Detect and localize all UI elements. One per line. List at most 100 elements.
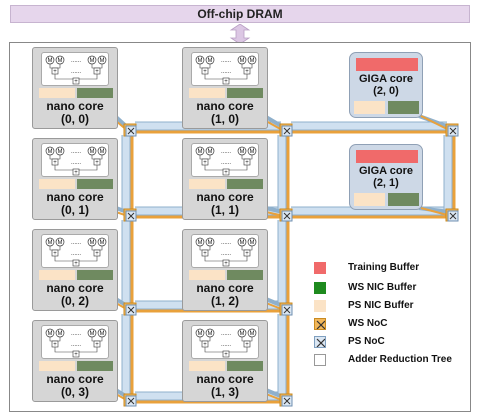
add-label: + [203,69,207,75]
tree-dots: ...... [71,160,81,166]
off-chip-dram: Off-chip DRAM [10,5,470,23]
ps-nic-buffer [354,193,385,206]
mult-label: M [100,58,105,64]
legend-ws-nic-buffer: WS NIC Buffer [314,282,474,294]
mult-label: M [198,331,203,337]
tree-dots: ...... [221,331,231,337]
tree-dots: ...... [221,240,231,246]
nano-core-label: nano core(1, 2) [183,282,267,308]
legend-adder-reduction-tree: Adder Reduction Tree [314,354,474,366]
add-label: + [53,160,57,166]
add-label: + [203,160,207,166]
add-label: + [95,160,99,166]
add-label: + [74,261,78,267]
ws-noc-swatch [314,318,326,330]
mult-label: M [250,58,255,64]
ws-nic-buffer [77,179,113,189]
core-coord: (1, 1) [210,203,239,217]
mult-label: M [198,149,203,155]
tree-dots: ...... [71,342,81,348]
mult-label: M [90,331,95,337]
mult-label: M [58,240,63,246]
core-coord: (0, 0) [60,112,89,126]
add-label: + [224,79,228,85]
core-title: nano core [46,372,104,386]
add-label: + [203,342,207,348]
mult-label: M [48,240,53,246]
core-coord: (0, 2) [60,294,89,308]
core-title: nano core [196,99,254,113]
mult-label: M [208,240,213,246]
mult-label: M [198,240,203,246]
ps-nic-buffer [189,270,225,280]
ws-nic-buffer [227,270,263,280]
router-cross [283,397,291,405]
core-title: nano core [196,190,254,204]
mult-label: M [90,58,95,64]
mult-label: M [100,240,105,246]
training-buffer [356,150,418,163]
add-label: + [203,251,207,257]
core-title: nano core [196,281,254,295]
adder-node [222,350,230,358]
add-label: + [245,342,249,348]
adder-node [72,168,80,176]
adder-node [222,77,230,85]
giga-core-label: GIGA core(2, 0) [350,73,422,97]
ps-nic-buffer [39,88,75,98]
adder-node [222,259,230,267]
dram-label: Off-chip DRAM [197,7,283,21]
giga-core: GIGA core(2, 0) [349,52,423,118]
nano-core-label: nano core(0, 2) [33,282,117,308]
core-title: nano core [46,281,104,295]
tree-dots: ...... [221,69,231,75]
router-cross [127,306,135,314]
core-coord: (0, 3) [60,385,89,399]
add-label: + [245,69,249,75]
mult-label: M [240,58,245,64]
ps-nic-buffer [39,179,75,189]
nano-core-label: nano core(1, 1) [183,191,267,217]
mult-label: M [58,149,63,155]
add-label: + [95,342,99,348]
router-cross [127,397,135,405]
tree-dots: ...... [71,251,81,257]
add-label: + [53,251,57,257]
adder-tree-swatch [314,354,326,366]
mult-label: M [48,149,53,155]
ps-nic-buffer [354,101,385,114]
giga-coord: (2, 0) [373,85,399,97]
legend-training-buffer: Training Buffer [314,262,474,274]
tree-dots: ...... [221,160,231,166]
training-buffer-swatch [314,262,326,274]
ps-nic-buffer [189,88,225,98]
mult-label: M [48,331,53,337]
tree-dots: ...... [221,251,231,257]
ws-nic-buffer [227,88,263,98]
tree-dots: ...... [71,240,81,246]
adder-node [72,350,80,358]
add-label: + [74,170,78,176]
add-label: + [95,251,99,257]
router-cross [449,127,457,135]
router-cross [283,306,291,314]
legend-ws-noc: WS NoC [314,318,474,330]
core-coord: (0, 1) [60,203,89,217]
add-label: + [74,352,78,358]
add-label: + [245,160,249,166]
tree-dots: ...... [221,342,231,348]
giga-title: GIGA core [359,73,413,85]
mult-label: M [58,331,63,337]
add-label: + [95,69,99,75]
mult-label: M [208,58,213,64]
router-cross [283,212,291,220]
nano-core-label: nano core(1, 0) [183,100,267,126]
ws-nic-buffer [388,193,419,206]
